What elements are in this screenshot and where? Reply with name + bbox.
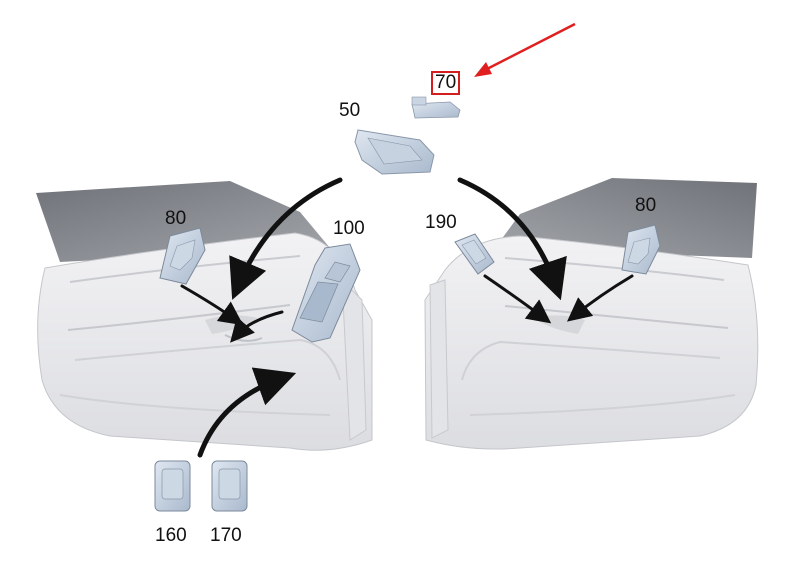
part-70-switch (411, 96, 461, 119)
callout-70: 70 (431, 71, 461, 95)
callout-80-left: 80 (165, 208, 187, 229)
right-door-window-glass (495, 178, 757, 258)
part-190-switch (454, 233, 495, 275)
arrow-50-to-left-door (229, 177, 343, 300)
callout-80-right: 80 (635, 195, 657, 216)
part-100-window-switch-panel (291, 243, 361, 343)
leader-arrows (180, 177, 634, 458)
arrow-50-to-right-door (457, 177, 567, 301)
callout-190: 190 (425, 212, 457, 233)
pointer-arrow (474, 22, 576, 77)
part-50-seat-switch (354, 129, 435, 175)
callout-100: 100 (333, 218, 365, 239)
arrow-100-to-handle (230, 310, 284, 343)
part-80-left-switch (159, 227, 206, 285)
callout-160: 160 (155, 525, 187, 546)
callout-50: 50 (339, 100, 361, 121)
part-170-switch (211, 460, 248, 512)
arrow-80-right-to-handle (566, 274, 634, 322)
arrow-190-to-handle (483, 274, 552, 324)
part-160-switch (154, 460, 191, 512)
part-80-right-switch (621, 224, 661, 275)
callout-170: 170 (210, 525, 242, 546)
arrow-160-to-door-pocket (197, 367, 297, 458)
